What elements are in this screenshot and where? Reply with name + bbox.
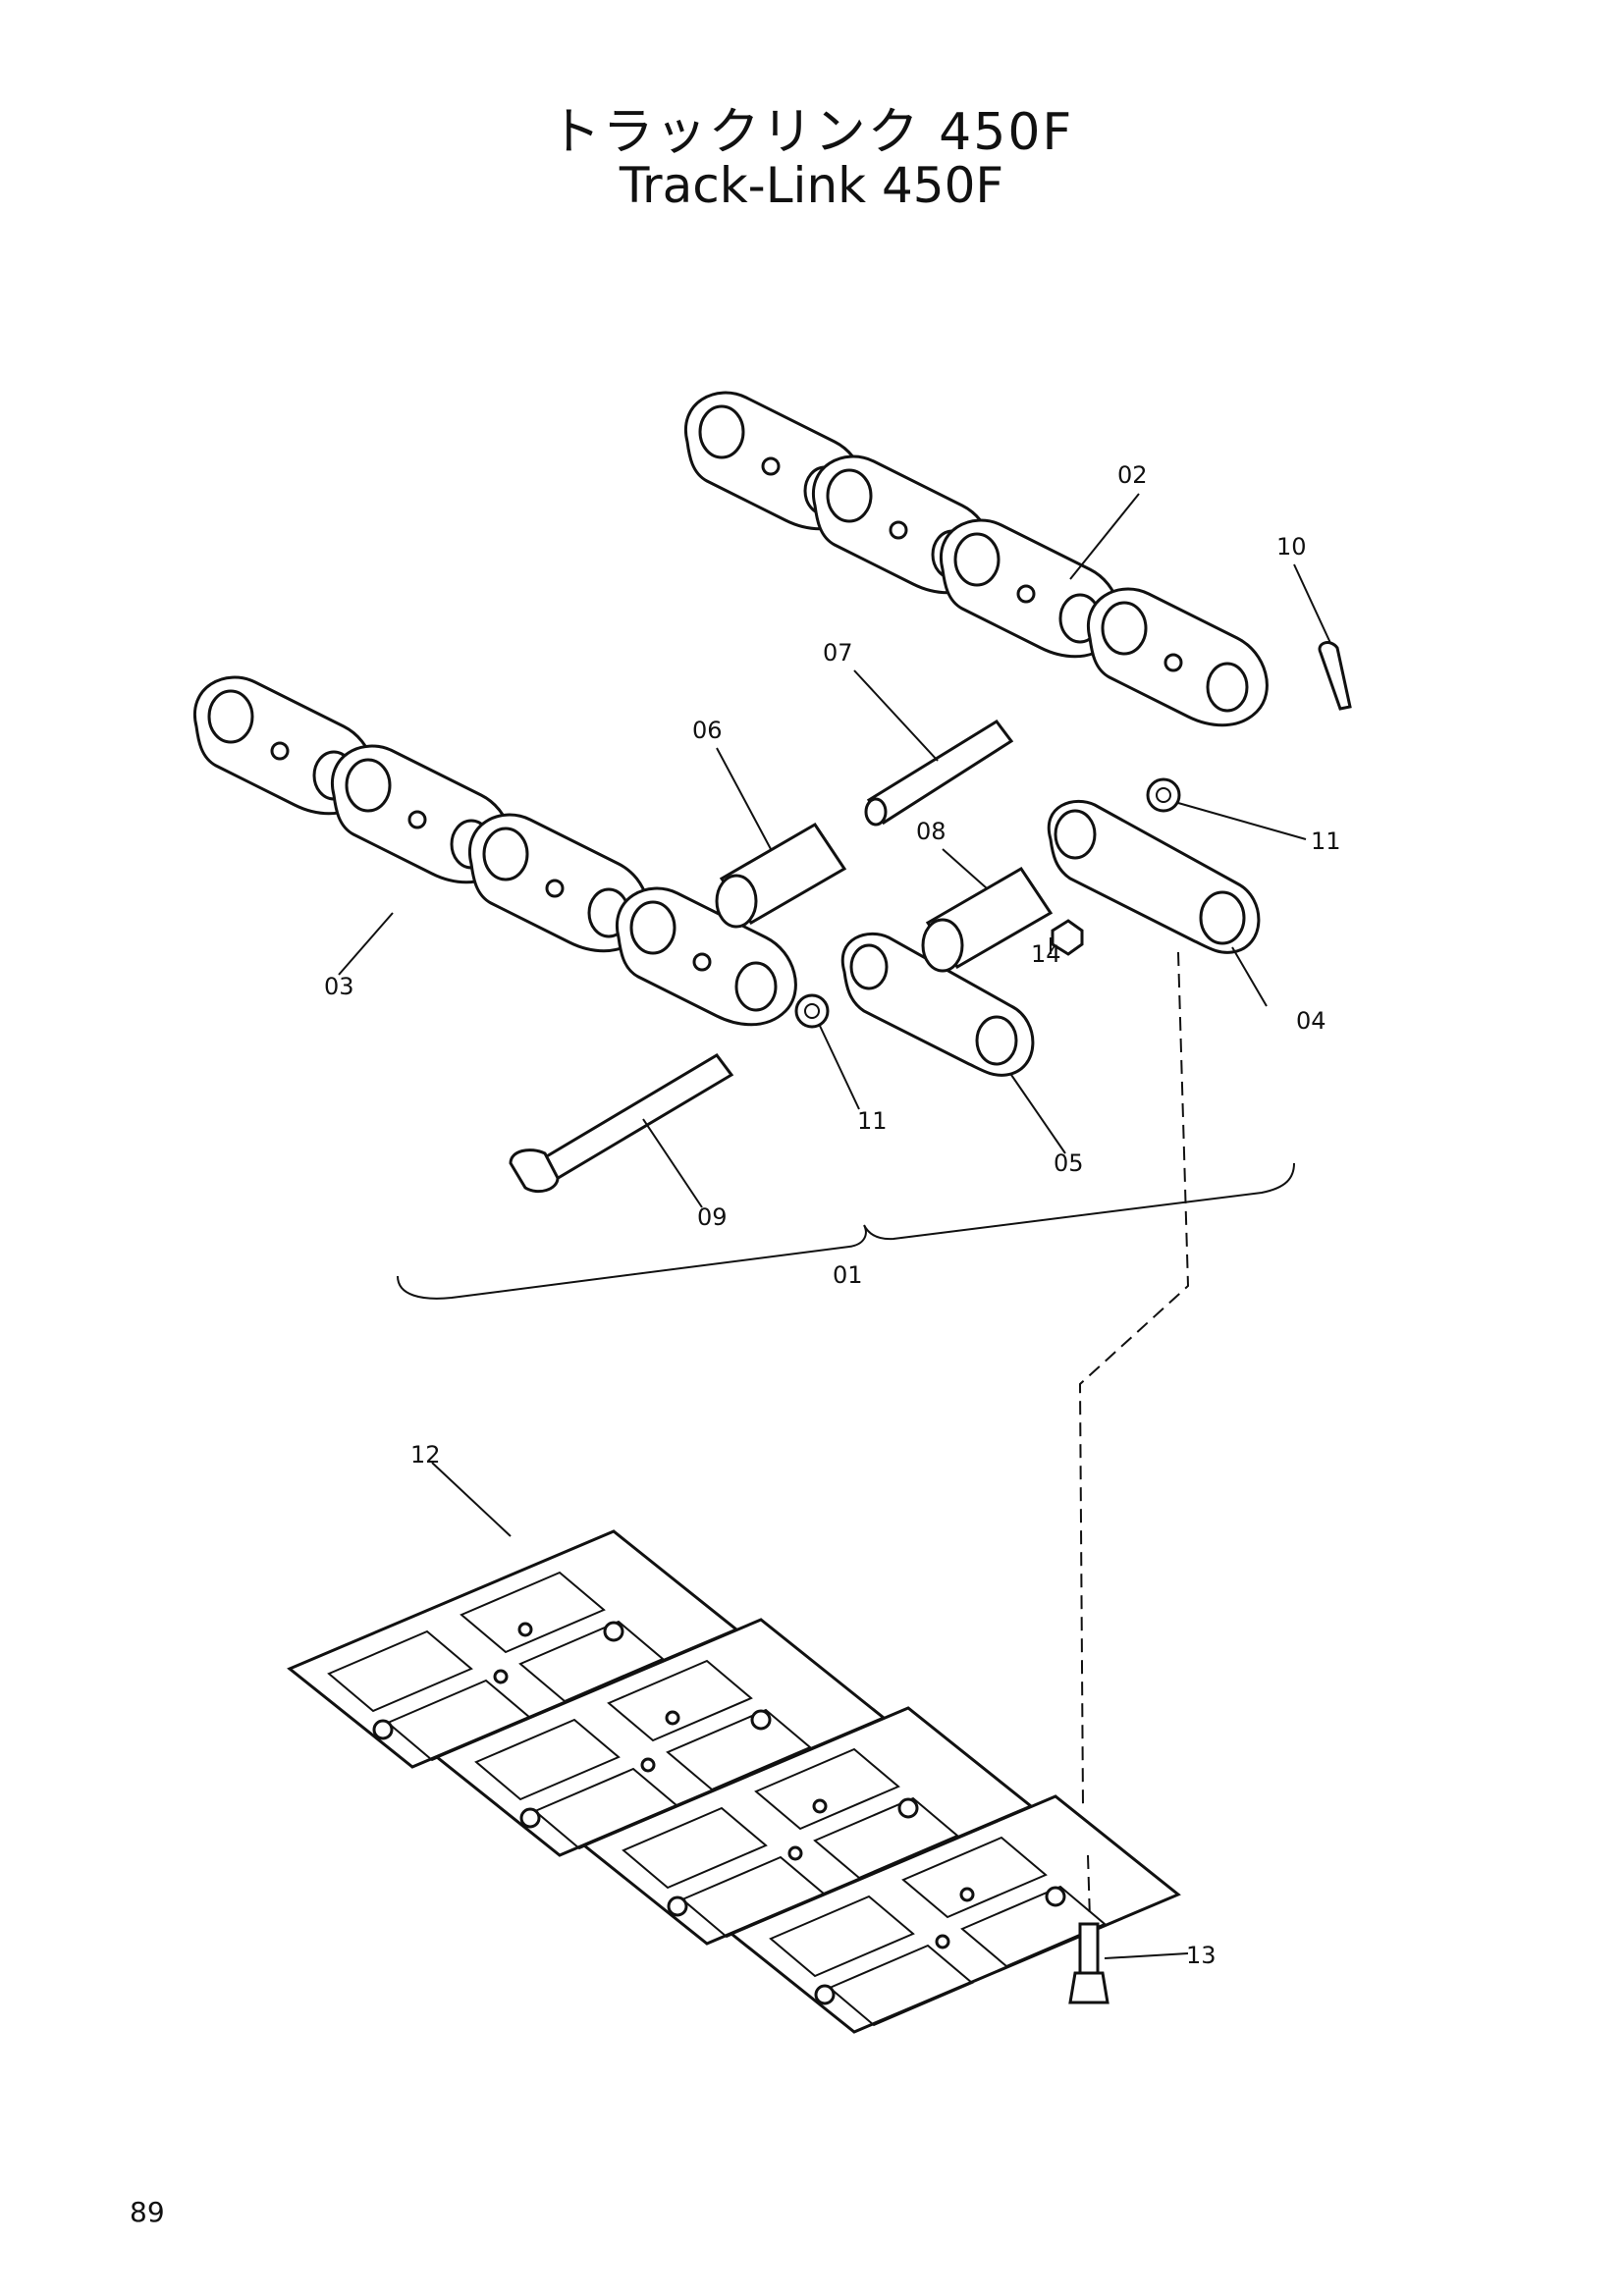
label-02: 02: [1117, 461, 1148, 489]
link-assembly-02: [683, 391, 1269, 727]
label-08: 08: [916, 818, 947, 845]
leader-lines: [338, 493, 1331, 1959]
washer-11-upper: [1146, 777, 1181, 813]
bushing-06: [715, 822, 847, 929]
page-number: 89: [130, 2196, 165, 2228]
label-07: 07: [823, 639, 853, 667]
label-12: 12: [410, 1441, 441, 1468]
label-05: 05: [1054, 1149, 1084, 1177]
label-11-lower: 11: [857, 1107, 888, 1135]
title-japanese: トラックリンク 450F: [549, 103, 1074, 162]
label-14: 14: [1031, 940, 1061, 968]
label-04: 04: [1296, 1007, 1326, 1035]
nut-14: [1051, 919, 1084, 956]
label-06: 06: [692, 717, 723, 744]
cotter-pin-10: [1318, 641, 1352, 711]
label-09: 09: [697, 1203, 728, 1231]
track-shoe-plates-12: [288, 1529, 1180, 2034]
pin-09: [509, 1053, 734, 1194]
bushing-08: [921, 866, 1054, 973]
label-03: 03: [324, 973, 354, 1000]
title-english: Track-Link 450F: [619, 157, 1004, 214]
bolt-13: [1068, 1922, 1109, 2004]
label-10: 10: [1276, 533, 1307, 561]
label-13: 13: [1186, 1942, 1217, 1969]
assembly-brace-01: [397, 1162, 1295, 1300]
link-05: [840, 932, 1035, 1077]
label-11-upper: 11: [1311, 828, 1341, 855]
link-04: [1047, 799, 1261, 954]
label-01: 01: [833, 1261, 863, 1289]
alignment-line: [1078, 951, 1190, 1920]
washer-11-lower: [794, 993, 830, 1029]
pin-07: [864, 720, 1014, 827]
